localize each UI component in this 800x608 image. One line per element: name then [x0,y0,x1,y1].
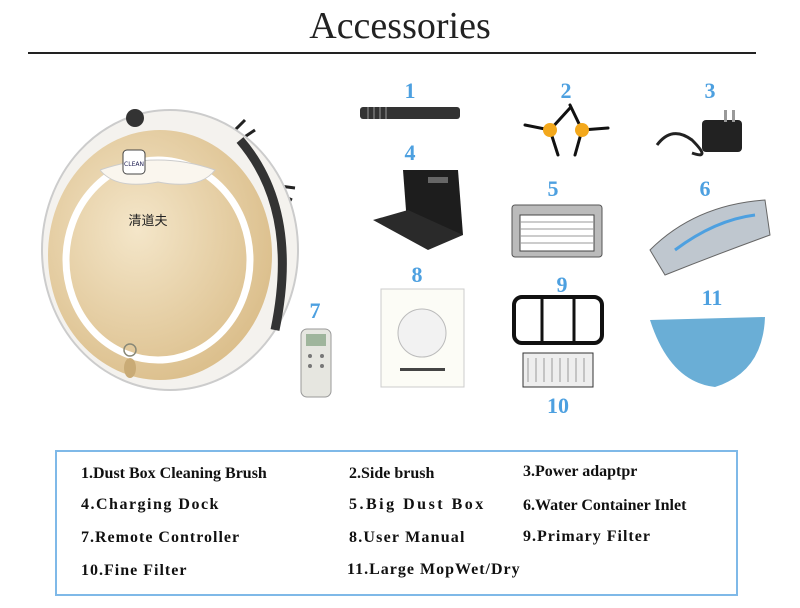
legend-item-9: 9.Primary Filter [523,528,651,545]
remote-controller-image [300,328,332,398]
legend-item-2: 2.Side brush [349,465,435,482]
accessory-number-11: 11 [701,285,723,310]
charging-dock-image [373,170,463,250]
clean-button-label: CLEAN [124,161,144,168]
power-adapter-image [655,110,742,157]
page-title: Accessories [309,5,491,47]
user-manual-image [380,288,465,388]
cleaning-brush-image [360,107,460,119]
legend-item-3: 3.Power adaptpr [523,463,638,480]
legend-item-6: 6.Water Container Inlet [523,497,687,514]
fine-filter-image [522,352,594,388]
accessory-number-10: 10 [547,393,569,418]
accessory-number-6: 6 [699,176,711,201]
robot-vacuum-image: CLEAN 清道夫 [41,109,299,391]
accessory-number-4: 4 [404,140,416,165]
accessory-number-1: 1 [404,78,416,103]
accessory-number-3: 3 [704,78,716,103]
side-brush-image [523,103,610,157]
legend-item-1: 1.Dust Box Cleaning Brush [81,465,267,482]
water-container-image [649,199,771,276]
title-divider [28,52,756,54]
legend-item-4: 4.Charging Dock [81,496,220,513]
accessory-number-7: 7 [309,298,321,323]
mop-cloth-image [650,317,765,387]
legend-item-11: 11.Large MopWet/Dry [347,561,521,578]
legend-item-7: 7.Remote Controller [81,529,241,546]
accessory-number-2: 2 [560,78,572,103]
legend-item-8: 8.User Manual [349,529,466,546]
legend-item-10: 10.Fine Filter [81,562,188,579]
accessory-number-8: 8 [411,262,423,287]
accessory-legend: 1.Dust Box Cleaning Brush 2.Side brush 3… [55,450,738,596]
legend-item-5: 5.Big Dust Box [349,496,486,513]
dust-box-image [511,204,603,258]
primary-filter-image [512,295,604,345]
accessory-number-9: 9 [556,272,568,297]
brand-logo: 清道夫 [128,214,167,229]
accessory-number-5: 5 [547,176,559,201]
